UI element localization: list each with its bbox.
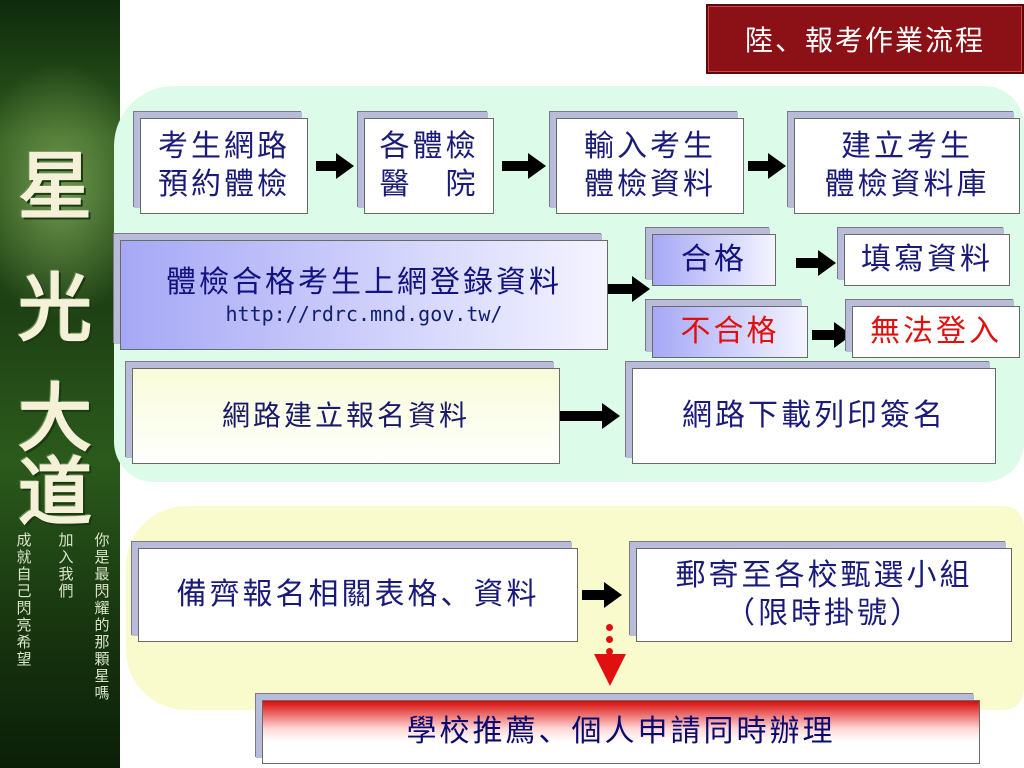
step-line: 郵寄至各校甄選小組 [675,558,973,593]
step-online-registration: 網路建立報名資料 [132,368,560,464]
step-online-exam-booking: 考生網路 預約體檢 [140,118,308,214]
sidebar-glow [0,60,120,320]
step-build-exam-database: 建立考生 體檢資料庫 [794,118,1020,214]
step-online-login: 體檢合格考生上網登錄資料 http://rdrc.mnd.gov.tw/ [120,240,608,350]
arrow-right-icon [582,582,622,608]
result-fail: 不合格 [652,306,808,358]
arrow-right-icon [560,403,620,429]
sidebar-char-4: 道 [18,450,92,536]
step-line: 體檢資料庫 [824,167,990,202]
step-line: 建立考生 [841,129,973,164]
sidebar-slogan-3: 成就自己 閃亮希望 [16,531,32,668]
step-line: 體檢資料 [584,167,716,202]
step-mail-to-school: 郵寄至各校甄選小組 （限時掛號） [636,548,1012,642]
step-cannot-login: 無法登入 [852,306,1020,358]
step-line: 考生網路 [158,129,290,164]
step-fill-data: 填寫資料 [844,234,1010,286]
result-pass: 合格 [652,234,776,286]
step-login-label: 體檢合格考生上網登錄資料 [166,265,562,300]
sidebar-slogan-1: 你是最閃耀的那顆星嗎 [94,531,110,702]
step-line: 輸入考生 [584,129,716,164]
step-download-print-sign: 網路下載列印簽名 [632,368,996,464]
step-line: 醫 院 [379,167,479,202]
sidebar-char-2: 光 [18,266,92,352]
step-line: （限時掛號） [725,596,923,631]
registration-url: http://rdrc.mnd.gov.tw/ [225,302,503,326]
arrow-right-icon [748,153,786,179]
sidebar-char-3: 大 [18,376,92,462]
arrow-right-icon [608,276,650,302]
arrow-right-icon [502,153,546,179]
sidebar-slogan-2: 加入我們 [58,531,74,600]
page-title: 陸、報考作業流程 [706,4,1024,74]
dotted-connector [602,624,616,664]
final-step-recommend-apply: 學校推薦、個人申請同時辦理 [262,700,980,764]
step-prepare-documents: 備齊報名相關表格、資料 [138,548,578,642]
arrow-right-icon [812,322,852,348]
step-exam-hospitals: 各體檢 醫 院 [364,118,494,214]
sidebar-char-1: 星 [18,144,92,230]
sidebar-banner: 星 光 大 道 你是最閃耀的那顆星嗎 加入我們 成就自己 閃亮希望 [0,0,120,768]
step-line: 預約體檢 [158,167,290,202]
arrow-right-icon [796,250,836,276]
step-line: 各體檢 [379,129,479,164]
arrow-down-icon [594,654,626,686]
arrow-right-icon [316,153,354,179]
step-enter-exam-data: 輸入考生 體檢資料 [556,118,744,214]
